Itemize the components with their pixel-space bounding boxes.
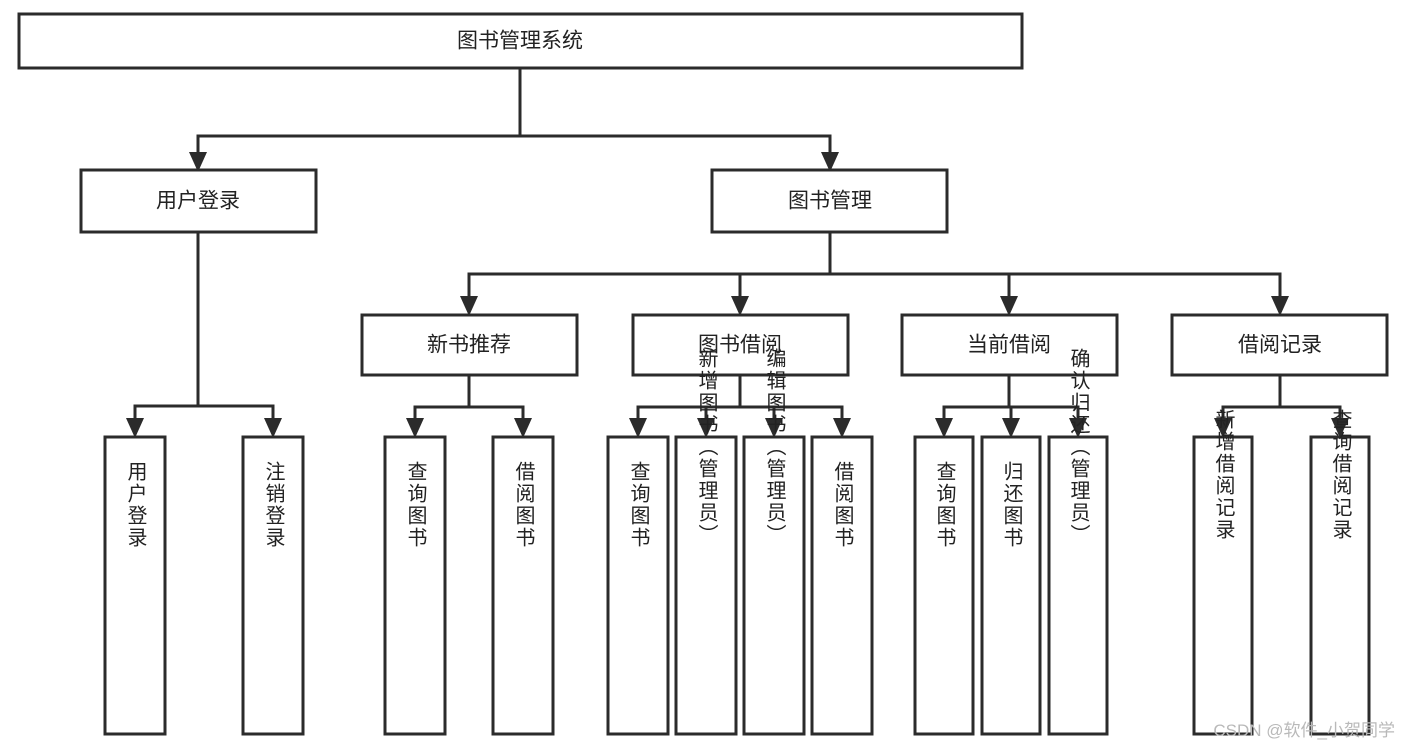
node-borrow-record-label: 借阅记录 (1238, 334, 1322, 357)
leaf-book-borrow-3-label: 编辑图书（管理员） (763, 348, 786, 546)
node-new-book-recommend-label: 新书推荐 (427, 334, 511, 357)
node-user-login-label: 用户登录 (156, 190, 240, 213)
node-current-borrow-label: 当前借阅 (967, 334, 1051, 357)
connector-current-to-leaves (935, 373, 1087, 438)
leaf-borrow-record-2[interactable]: 查询借阅记录 (1309, 409, 1371, 736)
leaf-current-borrow-1[interactable]: 查询图书 (913, 435, 975, 736)
node-user-login[interactable]: 用户登录 (79, 168, 318, 234)
leaf-book-borrow-1[interactable]: 查询图书 (606, 435, 670, 736)
node-new-book-recommend[interactable]: 新书推荐 (360, 313, 579, 377)
leaf-book-borrow-1-label: 查询图书 (627, 461, 650, 549)
leaf-current-borrow-2[interactable]: 归还图书 (980, 435, 1042, 736)
leaf-current-borrow-3-label: 确认归还（管理员） (1067, 348, 1090, 546)
leaf-new-book-1[interactable]: 查询图书 (383, 435, 447, 736)
connector-root-to-level2 (189, 66, 839, 172)
leaf-user-login-1[interactable]: 用户登录 (103, 435, 167, 736)
leaf-borrow-record-1[interactable]: 新增借阅记录 (1192, 409, 1254, 736)
leaf-user-login-2-label: 注销登录 (262, 461, 285, 549)
leaf-new-book-2-label: 借阅图书 (512, 461, 535, 549)
leaf-user-login-2[interactable]: 注销登录 (241, 435, 305, 736)
connector-bookmgmt-to-level3 (460, 230, 1289, 316)
connector-userlogin-to-leaves (126, 230, 282, 438)
connector-record-to-leaves (1214, 373, 1349, 438)
leaf-book-borrow-2-label: 新增图书（管理员） (695, 348, 718, 546)
leaf-current-borrow-2-label: 归还图书 (1000, 461, 1023, 549)
node-book-management[interactable]: 图书管理 (710, 168, 949, 234)
node-current-borrow[interactable]: 当前借阅 (900, 313, 1119, 377)
node-root[interactable]: 图书管理系统 (17, 12, 1024, 70)
csdn-watermark: CSDN @软件_小贺同学 (1213, 721, 1395, 740)
leaf-book-borrow-2[interactable]: 新增图书（管理员） (674, 348, 738, 736)
leaf-book-borrow-4-label: 借阅图书 (831, 461, 854, 549)
leaf-new-book-2[interactable]: 借阅图书 (491, 435, 555, 736)
node-borrow-record[interactable]: 借阅记录 (1170, 313, 1389, 377)
leaf-book-borrow-3[interactable]: 编辑图书（管理员） (742, 348, 806, 736)
node-book-borrow-label: 图书借阅 (698, 334, 782, 357)
leaf-current-borrow-3[interactable]: 确认归还（管理员） (1047, 348, 1109, 736)
leaf-book-borrow-4[interactable]: 借阅图书 (810, 435, 874, 736)
node-book-borrow[interactable]: 图书借阅 (631, 313, 850, 377)
node-root-label: 图书管理系统 (457, 30, 583, 53)
connector-borrow-to-leaves (629, 373, 851, 438)
node-book-management-label: 图书管理 (788, 190, 872, 213)
leaf-borrow-record-2-label: 查询借阅记录 (1329, 409, 1352, 541)
leaf-new-book-1-label: 查询图书 (404, 461, 427, 549)
connector-newbook-to-leaves (406, 373, 532, 438)
leaf-user-login-1-label: 用户登录 (124, 461, 147, 549)
leaf-current-borrow-1-label: 查询图书 (933, 461, 956, 549)
leaf-borrow-record-1-label: 新增借阅记录 (1212, 409, 1235, 541)
